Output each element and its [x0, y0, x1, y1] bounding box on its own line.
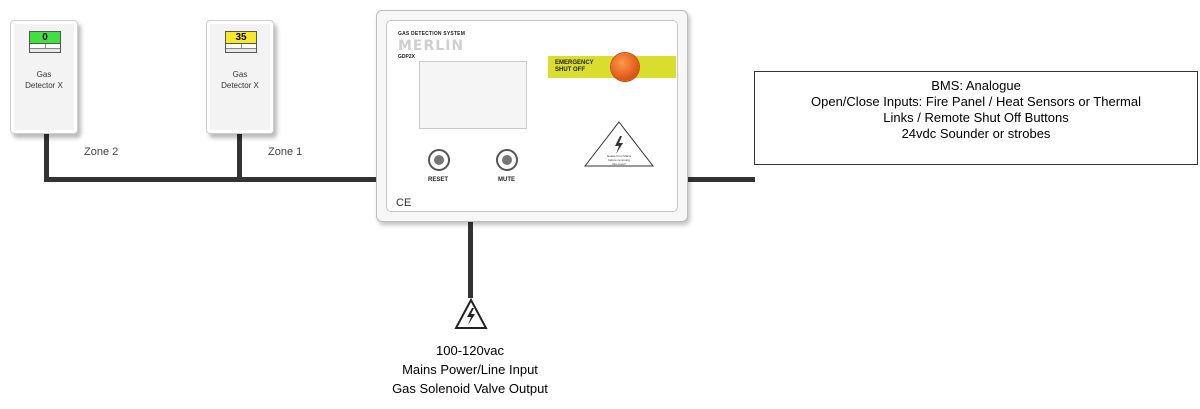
merlin-control-panel: GAS DETECTION SYSTEM MERLIN GDP2X EMERGE… [376, 10, 688, 222]
detector-screen: 0 [29, 31, 61, 53]
panel-display [419, 61, 527, 129]
detector-label-line2: Detector X [221, 81, 259, 90]
mains-line-1: 100-120vac [436, 343, 504, 358]
detector-label: Gas Detector X [207, 69, 273, 91]
brand-logo: MERLIN [398, 38, 465, 54]
gas-detector-zone-2: 0 Gas Detector X [10, 20, 78, 134]
high-voltage-warning-icon [454, 298, 488, 329]
mains-input-description: 100-120vac Mains Power/Line Input Gas So… [344, 341, 596, 398]
detector-reading: 0 [30, 32, 60, 44]
panel-faceplate: GAS DETECTION SYSTEM MERLIN GDP2X EMERGE… [386, 20, 678, 212]
warning-triangle-icon [583, 121, 655, 167]
detector-1-drop-wire [44, 134, 49, 182]
mute-button[interactable] [496, 149, 518, 171]
warning-line3: this cover! [612, 162, 626, 166]
ce-mark: CE [396, 197, 412, 209]
bms-line-2: Open/Close Inputs: Fire Panel / Heat Sen… [811, 94, 1141, 109]
detector-label-line1: Gas [232, 70, 248, 79]
mains-line-2: Mains Power/Line Input [402, 362, 538, 377]
detector-label-line2: Detector X [25, 81, 63, 90]
esd-line1: EMERGENCY [555, 60, 594, 66]
gas-detector-zone-1: 35 Gas Detector X [206, 20, 274, 134]
zone-1-label: Zone 1 [268, 146, 303, 158]
bms-line-3: Links / Remote Shut Off Buttons [883, 110, 1069, 125]
detector-screen: 35 [225, 31, 257, 53]
bms-line-4: 24vdc Sounder or strobes [901, 126, 1051, 141]
system-label: GAS DETECTION SYSTEM [398, 31, 466, 37]
detector-2-drop-wire [237, 134, 242, 182]
bms-output-wire [685, 177, 755, 182]
reset-button[interactable] [428, 149, 450, 171]
esd-line2: SHUT OFF [555, 67, 585, 73]
emergency-shut-off-button[interactable] [611, 53, 639, 81]
bms-connection-box: BMS: Analogue Open/Close Inputs: Fire Pa… [754, 71, 1198, 165]
detector-label: Gas Detector X [11, 69, 77, 91]
emergency-shut-off-label: EMERGENCY SHUT OFF [555, 60, 594, 74]
detector-reading: 35 [226, 32, 256, 44]
model-label: GDP2X [398, 54, 415, 60]
warning-line2: before removing [608, 158, 630, 162]
mains-line-3: Gas Solenoid Valve Output [392, 381, 548, 396]
detector-label-line1: Gas [36, 70, 52, 79]
bms-line-1: BMS: Analogue [931, 78, 1021, 93]
reset-label: RESET [428, 177, 449, 183]
warning-line1: Isolate from Mains [606, 154, 632, 158]
warning-text: Isolate from Mains before removing this … [599, 154, 639, 166]
zone-bus-wire [44, 177, 378, 182]
mute-label: MUTE [498, 177, 515, 183]
zone-2-label: Zone 2 [84, 146, 119, 158]
mains-input-wire [468, 220, 473, 298]
